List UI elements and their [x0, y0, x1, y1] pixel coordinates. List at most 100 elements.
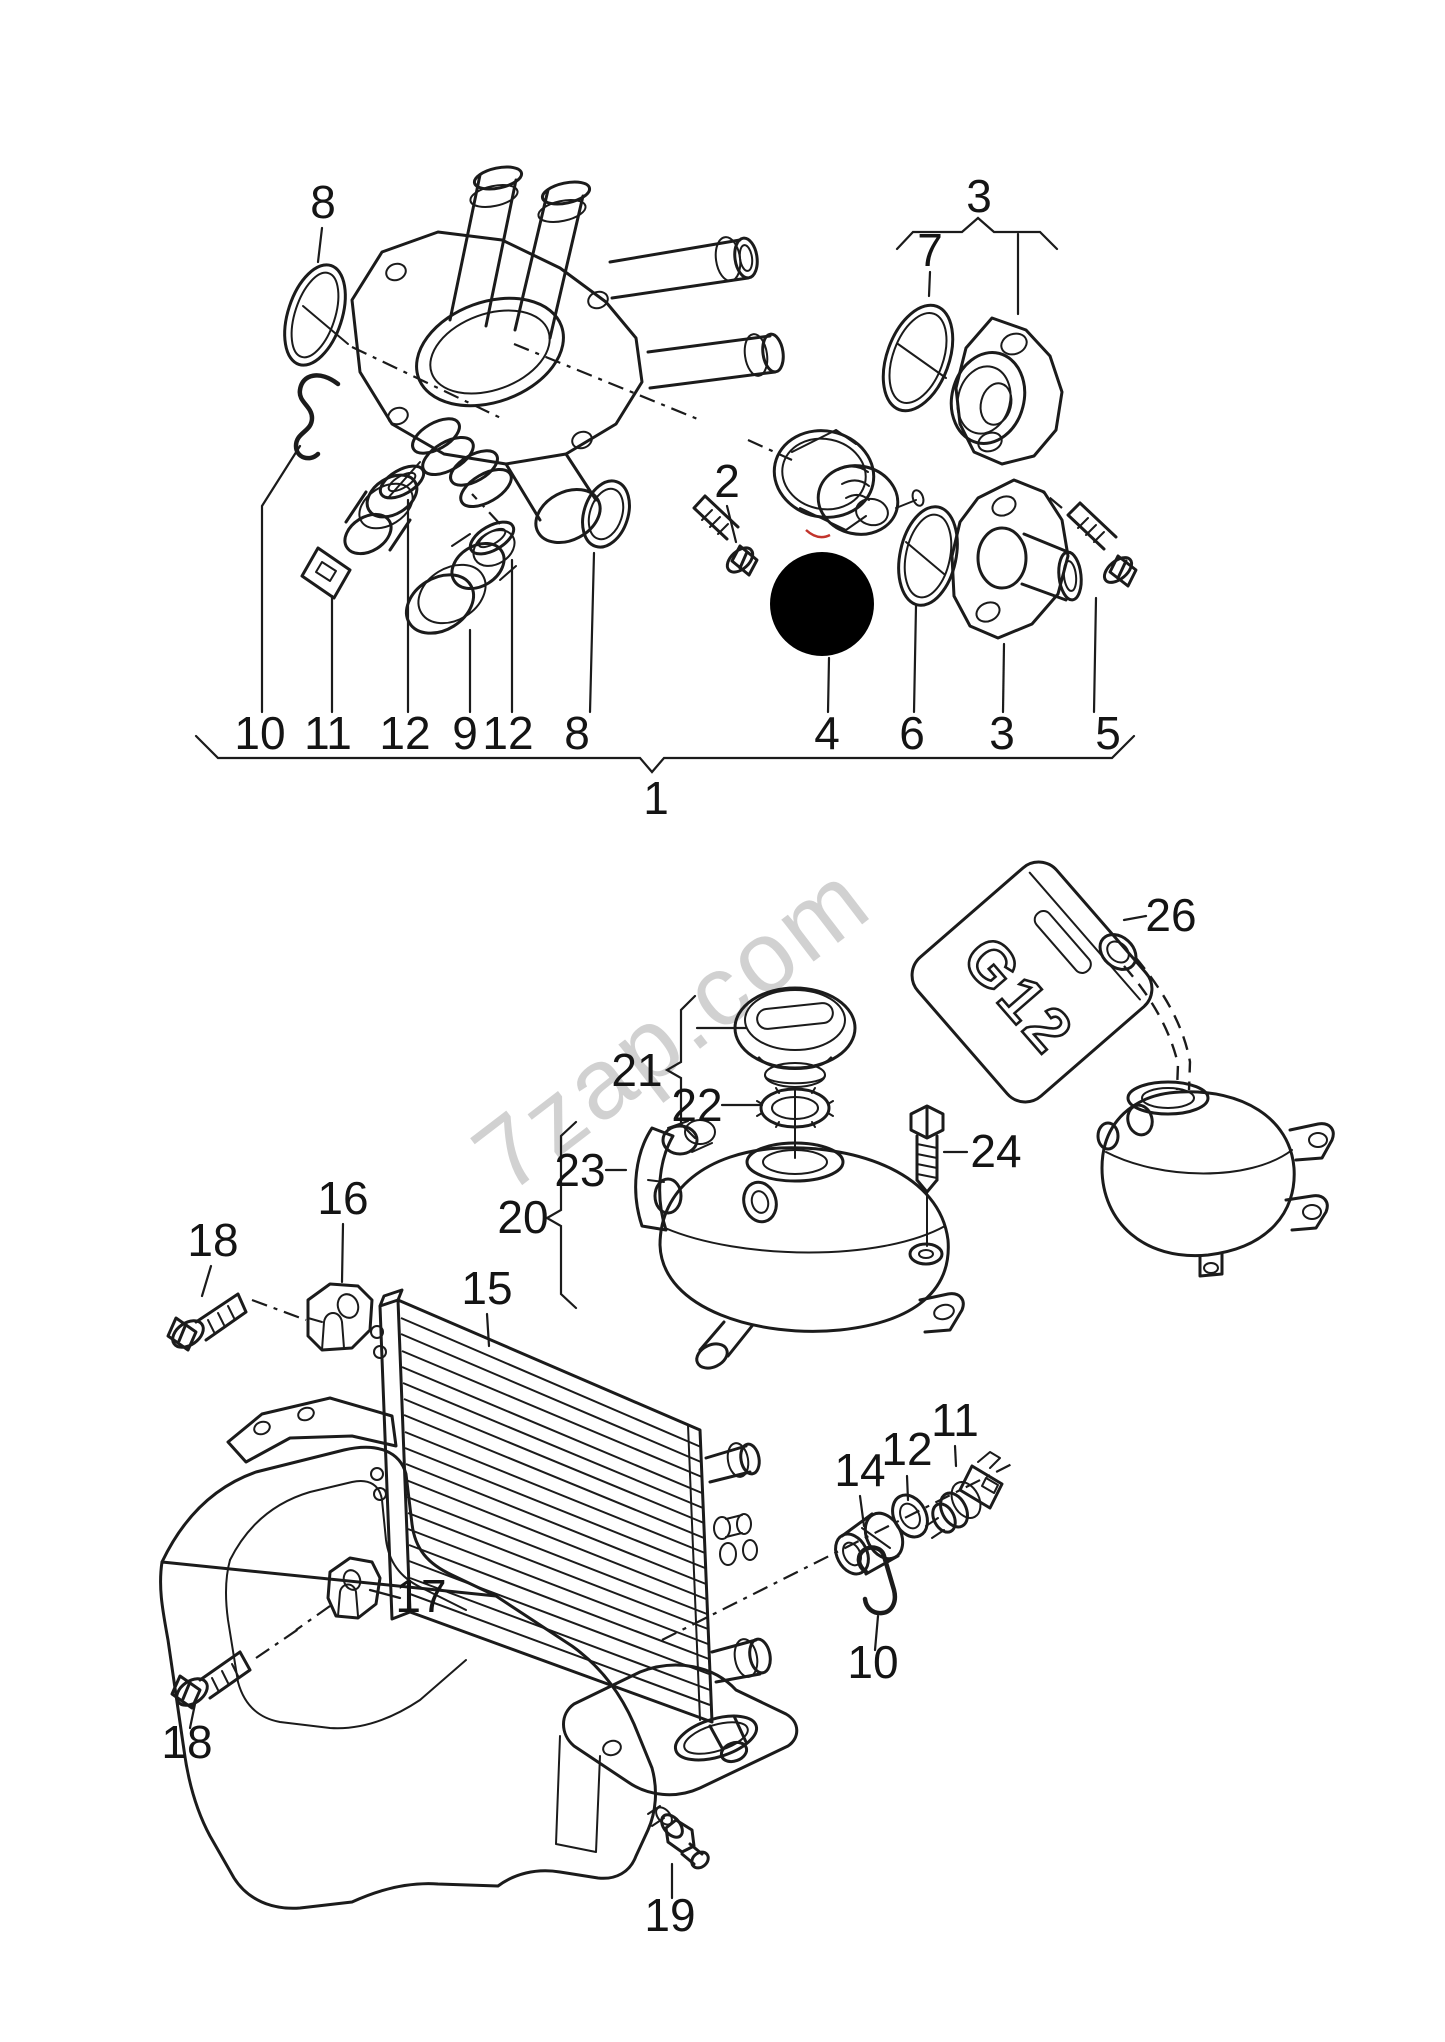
leader-line	[873, 1614, 880, 1652]
mount-bolt-bottom-drawing	[170, 1650, 252, 1710]
leader-line	[858, 1494, 866, 1528]
mount-bolt-top-drawing	[166, 1292, 248, 1352]
callout-3-flange[interactable]: 3	[989, 707, 1015, 759]
leader-line	[927, 270, 932, 298]
expansion-tank-assembly-drawing: G12	[544, 860, 1335, 1370]
callout-21[interactable]: 21	[611, 1044, 662, 1096]
mount-bracket-bottom-drawing	[326, 1556, 382, 1620]
leader-line	[340, 1222, 345, 1284]
thermostat-drawing	[772, 429, 925, 539]
retaining-clip-bottom-drawing	[856, 1545, 898, 1616]
callout-2[interactable]: 2	[714, 455, 740, 507]
leader-line	[316, 226, 324, 264]
group-bracket-20	[544, 1120, 578, 1310]
callout-15[interactable]: 15	[461, 1262, 512, 1314]
oring-right-drawing	[468, 520, 516, 556]
callout-19[interactable]: 19	[644, 1889, 695, 1941]
callout-22[interactable]: 22	[671, 1079, 722, 1131]
flange-bolt-drawing	[1066, 501, 1138, 588]
axis-line	[513, 342, 701, 422]
callout-18-bottom[interactable]: 18	[161, 1716, 212, 1768]
callout-17[interactable]: 17	[395, 1570, 446, 1622]
callout-7[interactable]: 7	[917, 224, 943, 276]
axis-line	[255, 1627, 301, 1659]
radiator-assembly-drawing	[159, 1222, 1013, 1910]
leader-line	[188, 1702, 197, 1730]
cap-seal-drawing	[756, 1087, 834, 1129]
callout-8-top[interactable]: 8	[310, 176, 336, 228]
coolant-stream-drawing	[1123, 957, 1192, 1091]
axis-line	[747, 438, 793, 462]
redaction-dot	[770, 552, 874, 656]
housing-flange-drawing	[350, 230, 644, 549]
reservoir-bolt-drawing	[908, 1104, 945, 1266]
lock-carrier-frame-drawing	[159, 1396, 799, 1910]
callout-5[interactable]: 5	[1095, 707, 1121, 759]
leader-line	[1001, 642, 1006, 714]
expansion-tank-drawing	[653, 1141, 965, 1370]
leader-line	[1092, 596, 1098, 714]
mount-bracket-top-drawing	[306, 1282, 374, 1352]
outlet-flange-drawing	[949, 316, 1064, 466]
callout-6[interactable]: 6	[899, 707, 925, 759]
callout-12-left[interactable]: 12	[379, 707, 430, 759]
callout-14[interactable]: 14	[834, 1444, 885, 1496]
callout-20[interactable]: 20	[497, 1191, 548, 1243]
callout-24[interactable]: 24	[970, 1125, 1021, 1177]
callout-26[interactable]: 26	[1145, 889, 1196, 941]
axis-line	[471, 493, 501, 525]
leader-line	[1122, 914, 1148, 922]
retaining-clip-top-drawing	[293, 373, 341, 461]
leader-line	[953, 1444, 958, 1468]
leader-line	[725, 504, 738, 544]
drain-valve-drawing	[647, 1805, 710, 1870]
leader-line	[826, 656, 831, 714]
oring-left-drawing	[378, 461, 426, 500]
sensor-oring-drawing	[891, 1493, 929, 1539]
leader-line	[260, 444, 302, 714]
axis-line	[351, 346, 506, 421]
radiator-drawing	[370, 1288, 772, 1764]
leader-line	[368, 1588, 402, 1600]
leader-line	[588, 551, 596, 714]
union-nut-drawing	[834, 1511, 905, 1576]
callout-1[interactable]: 1	[643, 772, 669, 824]
callout-16[interactable]: 16	[317, 1172, 368, 1224]
bracket-strap-drawing	[634, 1119, 716, 1232]
callout-9[interactable]: 9	[452, 707, 478, 759]
callout-11-top[interactable]: 11	[304, 707, 352, 759]
group-bracket-3	[895, 216, 1059, 251]
axis-line	[251, 1298, 307, 1322]
thermostat-housing-assembly-drawing	[194, 165, 1138, 774]
thermostat-oring-drawing	[897, 505, 959, 607]
temp-sensor-bottom-drawing	[925, 1451, 1004, 1539]
coolant-bottle-drawing: G12	[910, 860, 1154, 1104]
housing-bolt-drawing	[692, 494, 759, 577]
expansion-tank-installed-drawing	[1096, 1080, 1335, 1278]
housing-pipes-drawing	[448, 165, 785, 390]
callout-11-bottom[interactable]: 11	[931, 1394, 979, 1446]
bottle-g12-text: G12	[949, 924, 1088, 1069]
callout-10-top[interactable]: 10	[234, 707, 285, 759]
leader-line	[485, 1312, 491, 1348]
leader-line	[200, 1264, 213, 1298]
callout-3-group[interactable]: 3	[966, 170, 992, 222]
reservoir-cap-drawing	[733, 986, 857, 1088]
callout-10-bottom[interactable]: 10	[847, 1636, 898, 1688]
callout-12-right[interactable]: 12	[482, 707, 533, 759]
callout-23[interactable]: 23	[554, 1144, 605, 1196]
callout-18-top[interactable]: 18	[187, 1214, 238, 1266]
axis-line	[295, 1605, 331, 1631]
leader-line	[912, 604, 918, 714]
leader-line	[905, 1474, 910, 1502]
callout-8-bottom[interactable]: 8	[564, 707, 590, 759]
sealing-plug-drawing	[405, 529, 517, 635]
callout-12-sensor[interactable]: 12	[881, 1423, 932, 1475]
seal-ring-top-drawing	[283, 263, 349, 367]
callout-4[interactable]: 4	[814, 707, 840, 759]
connection-flange-lower-drawing	[950, 478, 1083, 640]
group-bracket-1	[194, 734, 1136, 774]
radiator-fins	[400, 1317, 711, 1706]
